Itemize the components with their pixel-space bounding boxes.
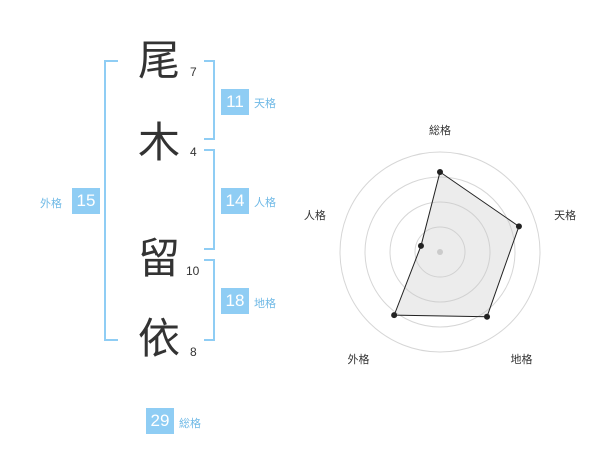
soukaku-value: 29 bbox=[146, 408, 174, 434]
jinkaku-bracket bbox=[204, 149, 215, 250]
tenkaku-label: 天格 bbox=[254, 97, 276, 110]
radar-point-2 bbox=[515, 223, 522, 230]
radar-ring-1 bbox=[414, 226, 466, 278]
soukaku-label: 総格 bbox=[179, 417, 201, 430]
name-char-1: 尾 bbox=[137, 36, 180, 85]
radar-point-4 bbox=[391, 312, 398, 319]
stroke-count-3: 10 bbox=[186, 264, 200, 278]
stroke-count-4: 8 bbox=[190, 345, 197, 359]
radar-ring-4 bbox=[339, 151, 541, 353]
name-char-3: 留 bbox=[137, 234, 180, 283]
chikaku-bracket bbox=[204, 259, 215, 341]
radar-axis-label-4: 外格 bbox=[347, 352, 369, 366]
radar-point-5 bbox=[417, 242, 424, 249]
gaikaku-bracket bbox=[104, 60, 118, 341]
radar-ring-3 bbox=[364, 176, 516, 328]
chikaku-value: 18 bbox=[221, 288, 249, 314]
stroke-count-1: 7 bbox=[190, 65, 197, 79]
name-char-2: 木 bbox=[137, 118, 180, 167]
gaikaku-value: 15 bbox=[72, 188, 100, 214]
radar-point-3 bbox=[484, 313, 491, 320]
jinkaku-label: 人格 bbox=[254, 196, 276, 209]
radar-axis-label-3: 地格 bbox=[511, 352, 533, 366]
radar-axis-label-5: 人格 bbox=[304, 208, 326, 222]
radar-axis-label-2: 天格 bbox=[554, 208, 576, 222]
stroke-count-2: 4 bbox=[190, 145, 197, 159]
name-char-4: 依 bbox=[137, 314, 180, 363]
gaikaku-label: 外格 bbox=[40, 197, 62, 210]
radar-center bbox=[437, 249, 443, 255]
tenkaku-bracket bbox=[204, 60, 215, 140]
tenkaku-value: 11 bbox=[221, 89, 249, 115]
radar-axis-label-1: 総格 bbox=[429, 123, 451, 137]
radar-ring-2 bbox=[389, 201, 491, 303]
radar-point-1 bbox=[437, 169, 443, 175]
chikaku-label: 地格 bbox=[254, 297, 276, 310]
radar-polygon bbox=[393, 171, 520, 318]
jinkaku-value: 14 bbox=[221, 188, 249, 214]
